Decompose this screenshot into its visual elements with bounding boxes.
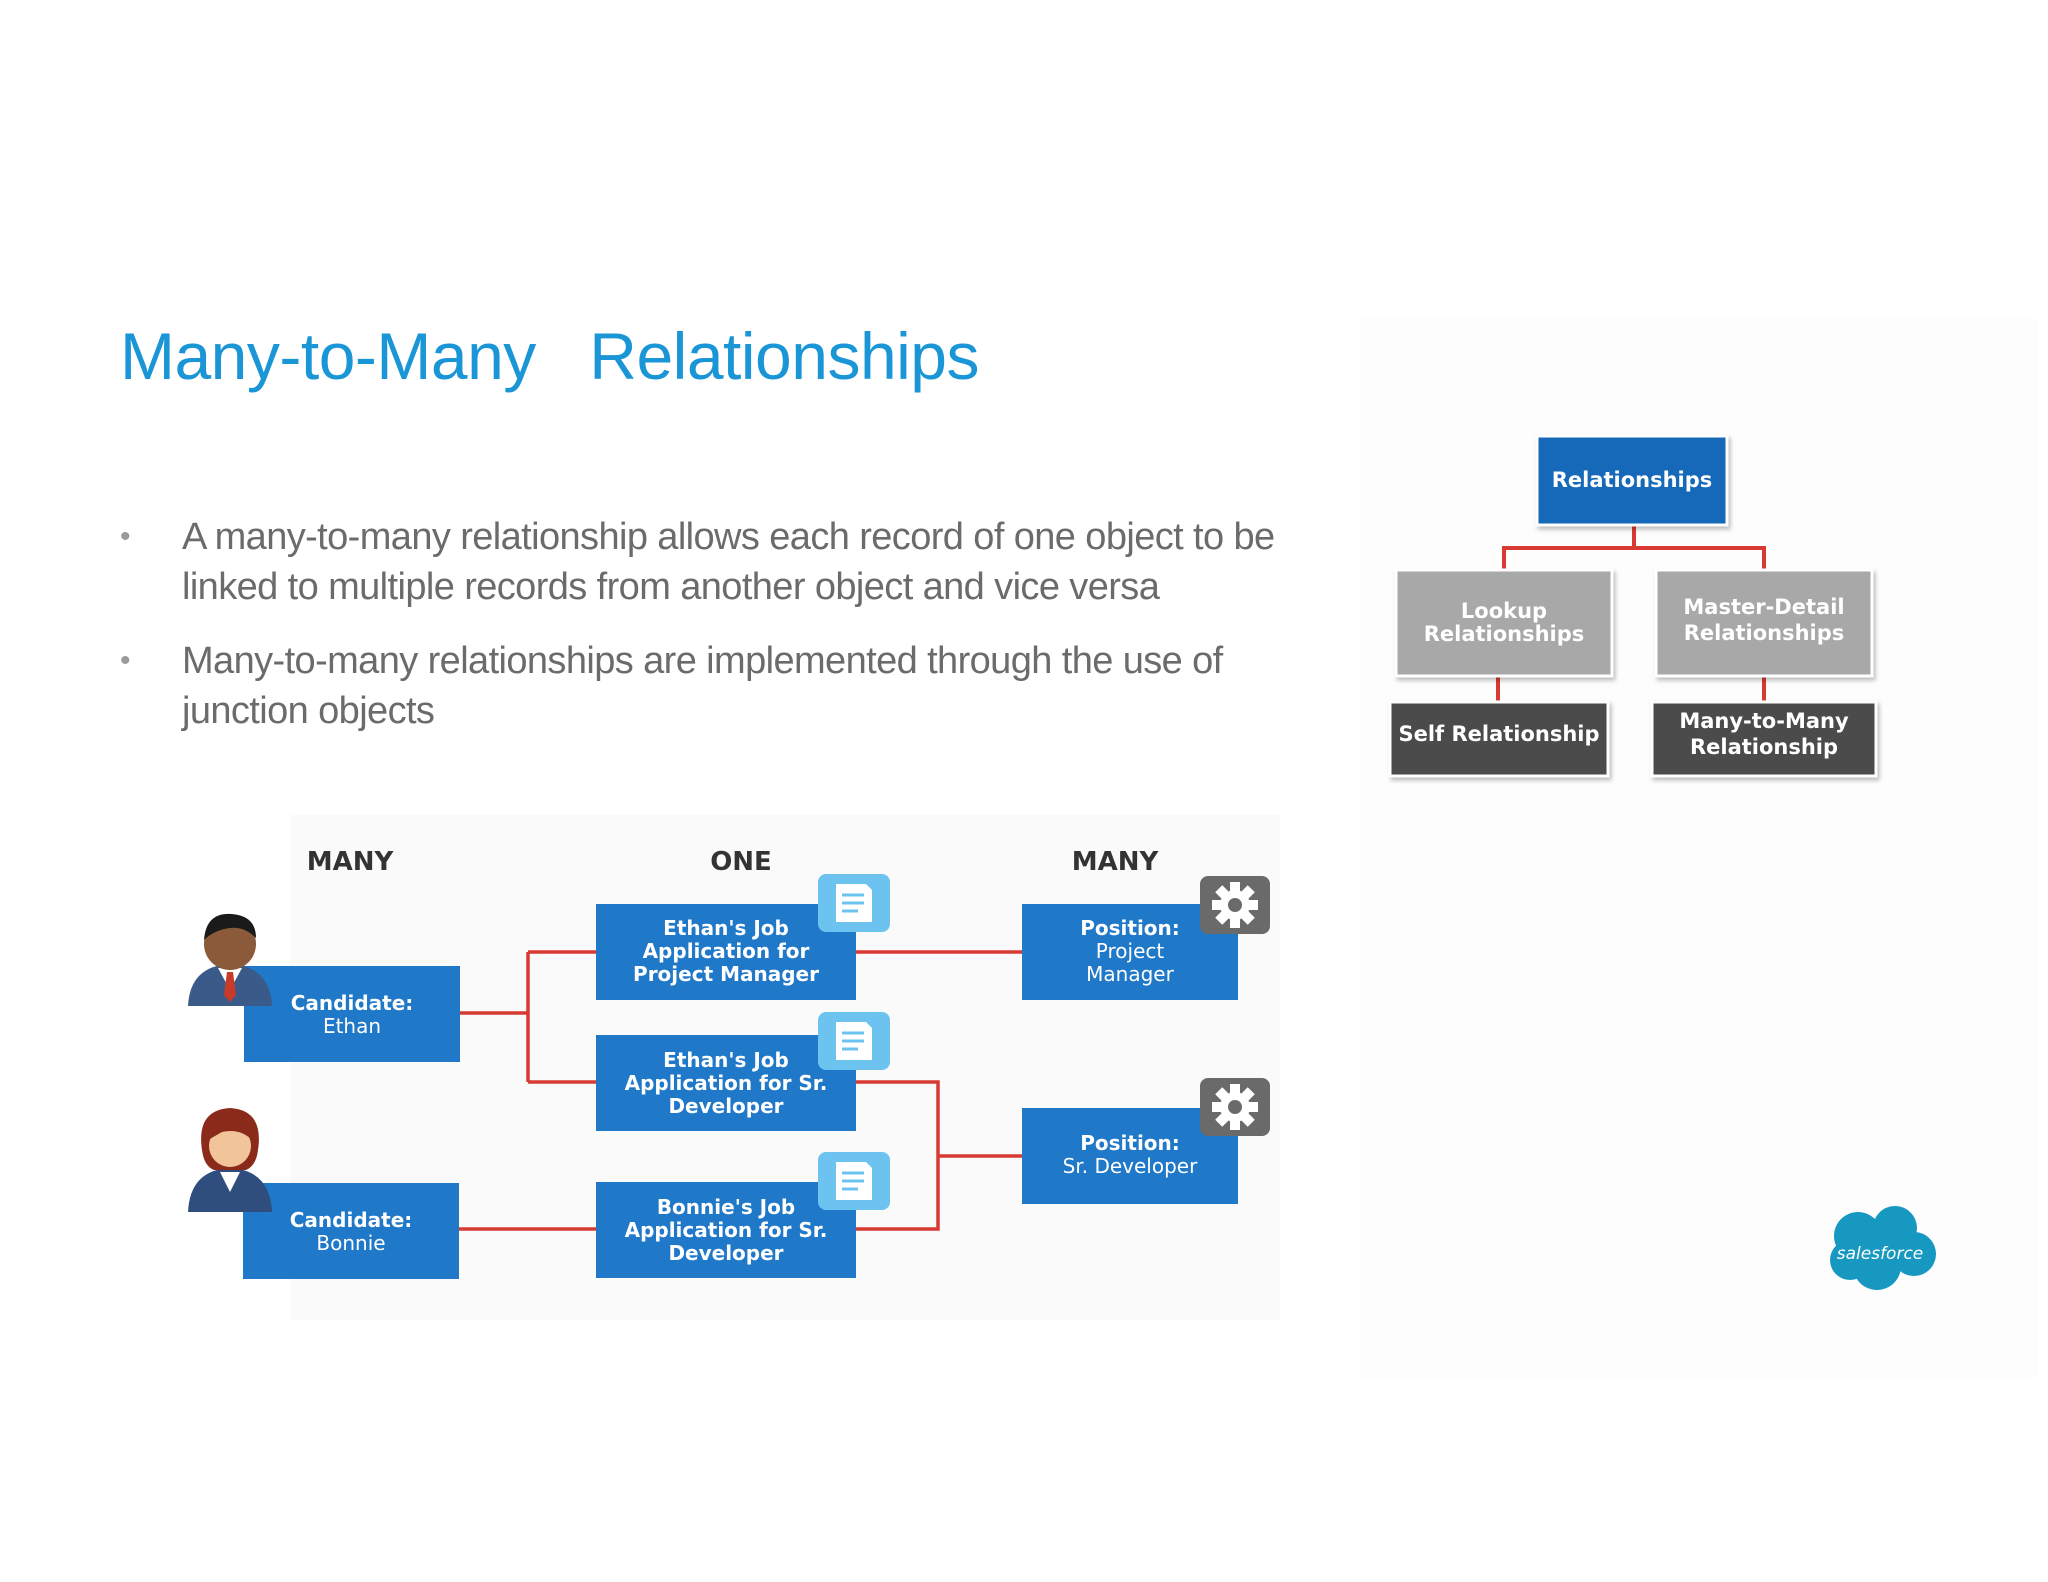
hierarchy-root-box [1535, 434, 1729, 527]
document-icon [818, 1012, 890, 1070]
position-sr-developer: Position: Sr. Developer [1022, 1078, 1270, 1204]
bullet-icon: • [120, 520, 131, 553]
master-detail-label-line2: Relationships [1684, 621, 1845, 645]
gear-icon [1200, 1078, 1270, 1136]
application-ethan-project-manager: Ethan's Job Application for Project Mana… [596, 874, 890, 1000]
candidate-bonnie-box [243, 1183, 459, 1279]
bullet-icon: • [120, 644, 131, 677]
master-detail-box [1654, 568, 1874, 678]
hierarchy-root-label: Relationships [1552, 468, 1713, 492]
candidate-ethan: Candidate: Ethan [244, 966, 460, 1062]
many-to-many-label-line2: Relationship [1690, 735, 1838, 759]
document-icon [818, 1152, 890, 1210]
bullet-text: A many-to-many relationship allows each … [182, 516, 1275, 608]
lookup-label-line2: Relationships [1424, 622, 1585, 646]
application-ethan-sr-line1: Ethan's Job [663, 1048, 789, 1072]
candidate-ethan-label-line1: Candidate: [291, 991, 414, 1015]
lookup-label-line1: Lookup [1461, 599, 1547, 623]
master-detail-label-line1: Master-Detail [1683, 595, 1844, 619]
salesforce-logo: salesforce [1830, 1206, 1936, 1290]
candidate-ethan-box [244, 966, 460, 1062]
position-project-manager: Position: Project Manager [1022, 876, 1270, 1000]
many-to-many-box [1650, 700, 1878, 778]
self-relationship-box [1388, 700, 1610, 778]
gear-icon [1200, 876, 1270, 934]
bullet-text: Many-to-many relationships are implement… [182, 640, 1223, 732]
candidate-ethan-label-line2: Ethan [323, 1014, 381, 1038]
application-bonnie-sr-developer: Bonnie's Job Application for Sr. Develop… [596, 1152, 890, 1278]
relationship-hierarchy: Relationships Lookup Relationships Maste… [1388, 434, 1878, 778]
position-sr-line2: Sr. Developer [1063, 1154, 1198, 1178]
junction-diagram: MANY ONE MANY Candidate: Ethan [188, 847, 1270, 1279]
application-ethan-pm-line1: Ethan's Job [663, 916, 789, 940]
position-pm-line1: Position: [1080, 916, 1180, 940]
candidate-bonnie-label-line2: Bonnie [316, 1231, 385, 1255]
candidate-bonnie-label-line1: Candidate: [290, 1208, 413, 1232]
application-bonnie-sr-line1: Bonnie's Job [657, 1195, 795, 1219]
female-user-icon [188, 1108, 272, 1212]
bullet-list: • A many-to-many relationship allows eac… [120, 512, 1300, 760]
application-ethan-sr-line2: Application for Sr. [625, 1071, 828, 1095]
application-bonnie-sr-box [596, 1182, 856, 1278]
junction-connectors [458, 950, 1022, 1231]
candidate-bonnie: Candidate: Bonnie [243, 1183, 459, 1279]
hierarchy-connectors [1496, 525, 1766, 702]
position-sr-line1: Position: [1080, 1131, 1180, 1155]
application-ethan-sr-line3: Developer [668, 1094, 783, 1118]
position-pm-line2: Project [1096, 939, 1165, 963]
male-user-icon [188, 913, 272, 1006]
application-bonnie-sr-line3: Developer [668, 1241, 783, 1265]
application-bonnie-sr-line2: Application for Sr. [625, 1218, 828, 1242]
many-to-many-label-line1: Many-to-Many [1679, 709, 1849, 733]
lookup-relationships-box [1394, 568, 1614, 678]
salesforce-logo-text: salesforce [1837, 1244, 1924, 1264]
header-many-right: MANY [1072, 847, 1160, 877]
position-pm-line3: Manager [1086, 962, 1174, 986]
bullet-item: • A many-to-many relationship allows eac… [120, 512, 1300, 612]
application-ethan-sr-developer: Ethan's Job Application for Sr. Develope… [596, 1012, 890, 1131]
header-one: ONE [710, 847, 772, 877]
header-many-left: MANY [307, 847, 395, 877]
application-ethan-pm-line3: Project Manager [633, 962, 819, 986]
application-ethan-pm-line2: Application for [643, 939, 810, 963]
document-icon [818, 874, 890, 932]
slide-title: Many-to-Many Relationships [120, 319, 980, 393]
application-ethan-sr-box [596, 1035, 856, 1131]
application-ethan-pm-box [596, 904, 856, 1000]
bullet-item: • Many-to-many relationships are impleme… [120, 636, 1300, 736]
self-relationship-label: Self Relationship [1398, 722, 1599, 746]
